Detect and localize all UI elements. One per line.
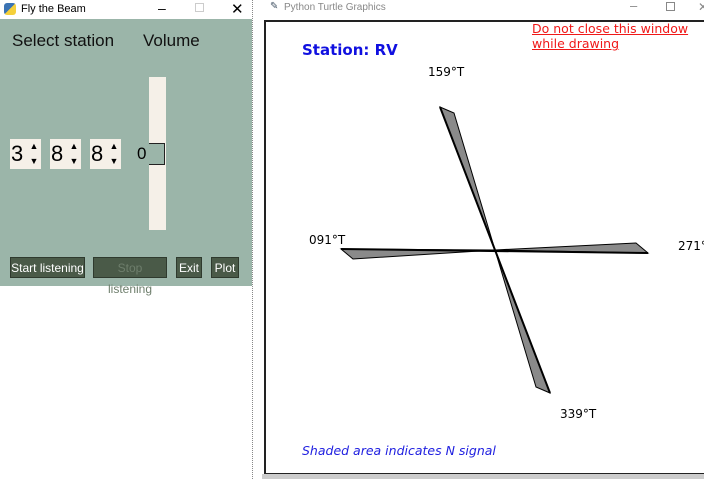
- start-listening-button[interactable]: Start listening: [10, 257, 85, 278]
- digit-value: 3: [11, 141, 24, 166]
- volume-slider[interactable]: [149, 77, 166, 230]
- up-arrow-icon[interactable]: ▲: [69, 141, 79, 151]
- legend-note: Shaded area indicates N signal: [302, 443, 496, 458]
- python-icon: [4, 3, 16, 15]
- digit-spinbox-2[interactable]: 8 ▲ ▼: [50, 139, 81, 169]
- down-arrow-icon[interactable]: ▼: [29, 156, 39, 166]
- digit-value: 8: [91, 141, 104, 166]
- warning-line-1: Do not close this window: [532, 21, 689, 36]
- stop-listening-button: Stop listening: [93, 257, 167, 296]
- minimize-button[interactable]: –: [630, 0, 638, 13]
- turtle-title-bar: ✎ Python Turtle Graphics – ✕: [262, 0, 704, 18]
- volume-label: Volume: [143, 31, 200, 50]
- up-arrow-icon[interactable]: ▲: [29, 141, 39, 151]
- up-arrow-icon[interactable]: ▲: [109, 141, 119, 151]
- bearing-339: 339°T: [560, 407, 597, 421]
- window-title: Python Turtle Graphics: [284, 2, 386, 13]
- beam-line-091-271: [340, 248, 649, 254]
- window-bottom-edge: [262, 474, 704, 479]
- bearing-091: 091°T: [309, 233, 346, 247]
- digit-spinbox-3[interactable]: 8 ▲ ▼: [90, 139, 121, 169]
- down-arrow-icon[interactable]: ▼: [109, 156, 119, 166]
- slider-handle[interactable]: [149, 143, 165, 165]
- maximize-button[interactable]: [195, 3, 204, 12]
- down-arrow-icon[interactable]: ▼: [69, 156, 79, 166]
- close-button[interactable]: ✕: [231, 1, 244, 18]
- beam-line-159-339: [439, 106, 551, 394]
- minimize-button[interactable]: –: [158, 0, 166, 16]
- feather-icon: ✎: [270, 1, 279, 12]
- warning-line-2: while drawing: [532, 36, 620, 51]
- volume-value: 0: [137, 144, 147, 163]
- warning-text: Do not close this window while drawing: [532, 21, 688, 51]
- close-button[interactable]: ✕: [698, 0, 704, 14]
- digit-spinbox-1[interactable]: 3 ▲ ▼: [10, 139, 41, 169]
- station-label: Station: RV: [302, 41, 398, 59]
- plot-button[interactable]: Plot: [211, 257, 239, 278]
- bearing-271: 271°T: [678, 239, 704, 253]
- window-divider: [252, 0, 253, 479]
- fly-the-beam-window: Fly the Beam – ✕ Select station Volume 3…: [0, 0, 252, 296]
- control-panel: Select station Volume 3 ▲ ▼ 8 ▲ ▼ 8 ▲ ▼ 0 Star…: [0, 19, 252, 296]
- maximize-button[interactable]: [666, 2, 675, 11]
- select-station-label: Select station: [12, 31, 115, 50]
- digit-value: 8: [51, 141, 64, 166]
- exit-button[interactable]: Exit: [176, 257, 202, 278]
- window-title: Fly the Beam: [21, 3, 86, 15]
- bearing-159: 159°T: [428, 65, 465, 79]
- title-bar: Fly the Beam – ✕: [0, 0, 252, 19]
